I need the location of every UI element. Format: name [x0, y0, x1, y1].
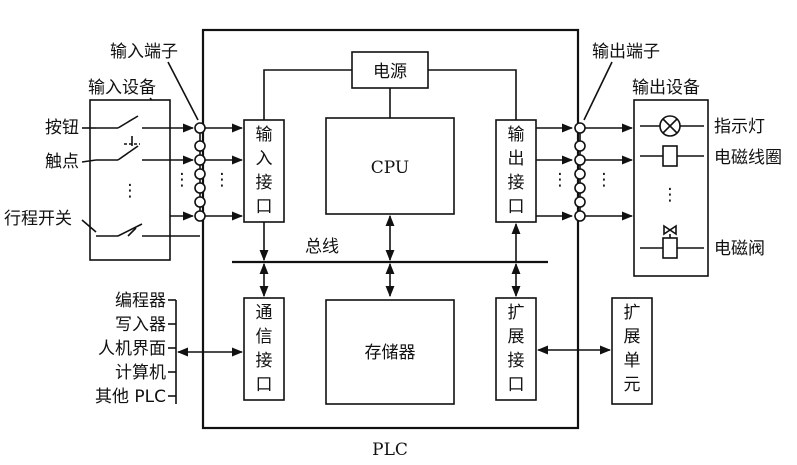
expansion-unit-char: 扩 [624, 303, 641, 323]
solenoid-coil-symbol [640, 145, 704, 167]
memory-label: 存储器 [365, 343, 416, 363]
input-interface-char: 入 [256, 149, 273, 169]
peripheral-item: 计算机 [115, 363, 166, 383]
input-device-ellipsis: ⋮ [122, 181, 139, 201]
input-interface-box [243, 119, 285, 223]
button-label: 按钮 [45, 118, 79, 138]
plc-label: PLC [372, 440, 408, 460]
output-interface-char: 口 [508, 197, 525, 217]
limit-switch-label: 行程开关 [4, 209, 72, 229]
output-terminal-ellipsis-left: ⋮ [552, 170, 569, 190]
input-terminal-ellipsis-left: ⋮ [174, 170, 191, 190]
output-interface-char: 出 [508, 149, 525, 169]
output-device-ellipsis: ⋮ [662, 185, 679, 205]
peripheral-item: 其他 PLC [95, 387, 166, 407]
peripheral-item: 人机界面 [98, 339, 166, 359]
expansion-unit-char: 单 [624, 351, 641, 371]
indicator-lamp-label: 指示灯 [714, 117, 765, 137]
solenoid-valve-symbol [640, 224, 704, 259]
output-interface-box [495, 119, 537, 223]
contact-symbol [96, 136, 170, 161]
input-terminal-ellipsis-right: ⋮ [214, 170, 231, 190]
expansion-interface-char: 展 [508, 327, 525, 347]
expansion-interface-char: 口 [508, 375, 525, 395]
input-interface-char: 接 [256, 173, 273, 193]
power-label: 电源 [373, 62, 407, 82]
input-terminal-label: 输入端子 [110, 42, 178, 62]
output-terminal-leader [583, 61, 613, 121]
comm-interface-box [243, 297, 285, 401]
output-terminal-ellipsis-right: ⋮ [596, 170, 613, 190]
input-interface-char: 输 [256, 125, 273, 145]
expansion-unit-char: 元 [624, 375, 641, 395]
expansion-interface-char: 接 [508, 351, 525, 371]
plc-frame [201, 28, 580, 430]
power-line-right [428, 69, 517, 120]
limit-switch-leader [81, 219, 97, 233]
input-terminal-leader [167, 61, 199, 121]
solenoid-coil-label: 电磁线圈 [714, 148, 782, 168]
expansion-unit-char: 展 [624, 327, 641, 347]
comm-interface-char: 信 [256, 327, 273, 347]
output-interface-char: 输 [508, 125, 525, 145]
button-switch-symbol [96, 115, 170, 129]
power-line-left [263, 69, 352, 120]
output-terminal-label: 输出端子 [592, 42, 660, 62]
expansion-interface-char: 扩 [508, 303, 525, 323]
output-interface-char: 接 [508, 173, 525, 193]
input-device-label: 输入设备 [88, 78, 156, 98]
input-interface-char: 口 [256, 197, 273, 217]
indicator-lamp-symbol [640, 115, 704, 137]
cpu-box [325, 117, 455, 215]
comm-interface-char: 口 [256, 375, 273, 395]
contact-label: 触点 [45, 152, 79, 172]
cpu-label: CPU [371, 158, 409, 178]
contact-leader [81, 159, 97, 163]
output-terminals [574, 122, 586, 222]
bus-label: 总线 [305, 237, 339, 257]
expansion-interface-box [495, 297, 537, 401]
peripheral-item: 编程器 [115, 291, 166, 311]
limit-switch-symbol [96, 223, 170, 237]
expansion-unit-box [611, 297, 653, 405]
output-device-label: 输出设备 [632, 78, 700, 98]
solenoid-valve-label: 电磁阀 [714, 239, 765, 259]
memory-box [325, 299, 455, 405]
comm-interface-char: 通 [256, 303, 273, 323]
comm-interface-char: 接 [256, 351, 273, 371]
peripheral-item: 写入器 [115, 315, 166, 335]
